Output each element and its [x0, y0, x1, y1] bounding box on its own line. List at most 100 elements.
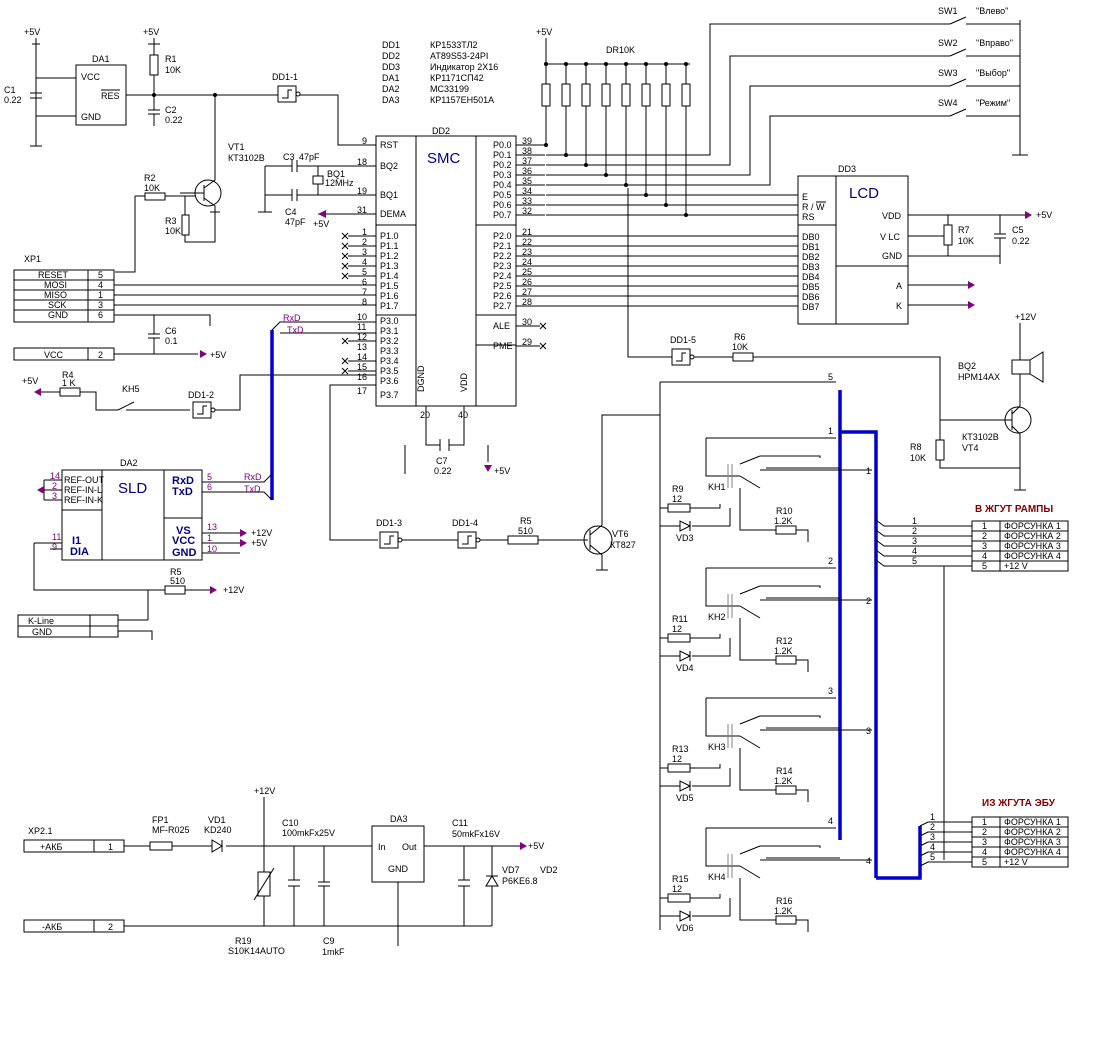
da2-chip: DA2 SLD REF-OUT REF-IN-L REF-IN-K 14 2 3… — [33, 458, 273, 620]
dd3-lcd: DD3 LCD ER / WRSDB0DB1DB2DB3DB4DB5DB6DB7… — [797, 164, 1052, 325]
pullup-resistor — [581, 83, 591, 107]
svg-text:+5V: +5V — [313, 219, 329, 229]
dd2-pin-name: P3.0 — [380, 316, 399, 326]
lcd-pin-label: DB0 — [802, 232, 820, 242]
svg-text:VD7: VD7 — [502, 865, 520, 875]
dd2-pin-name: P0.0 — [493, 140, 512, 150]
lcd-pin-label: DB6 — [802, 292, 820, 302]
connector-pin: 2 — [982, 531, 987, 541]
dd2-pin-num: 9 — [362, 136, 367, 146]
svg-text:+12V: +12V — [223, 585, 244, 595]
svg-text:+5V: +5V — [528, 841, 544, 851]
svg-text:R5: R5 — [520, 516, 532, 526]
connector-pin: 1 — [982, 521, 987, 531]
svg-text:MOSI: MOSI — [44, 280, 67, 290]
dd2-pin-name: ALE — [493, 321, 510, 331]
svg-text:REF-IN-L: REF-IN-L — [64, 485, 102, 495]
svg-text:VT4: VT4 — [962, 443, 979, 453]
svg-text:C9: C9 — [323, 936, 335, 946]
svg-text:+12V: +12V — [251, 528, 272, 538]
dd2-pin-num: 13 — [357, 342, 367, 352]
svg-text:3: 3 — [52, 491, 57, 501]
dd2-pin-num: 35 — [522, 176, 532, 186]
dd2-pin-name: P0.5 — [493, 190, 512, 200]
svg-text:TxD: TxD — [244, 484, 261, 494]
dd2-pin-name: P1.6 — [380, 291, 399, 301]
dd2-pin-num: 28 — [522, 297, 532, 307]
lcd-pin-label: DB4 — [802, 272, 820, 282]
svg-text:1.2K: 1.2K — [774, 776, 793, 786]
svg-text:VCC: VCC — [81, 72, 101, 82]
part-ref: DD3 — [382, 62, 400, 72]
connector-label: ФОРСУНКА 2 — [1004, 827, 1061, 837]
switch-ref: SW1 — [938, 6, 958, 16]
svg-text:2: 2 — [828, 556, 833, 566]
svg-text:2: 2 — [52, 481, 57, 491]
svg-text:10K: 10K — [958, 236, 974, 246]
svg-text:DA2: DA2 — [120, 458, 138, 468]
dd2-ref: DD2 — [432, 126, 450, 136]
connector-pin: 3 — [982, 541, 987, 551]
svg-text:GND: GND — [32, 627, 53, 637]
svg-text:9: 9 — [52, 542, 57, 552]
svg-text:GND: GND — [882, 251, 903, 261]
svg-text:+5V: +5V — [210, 350, 226, 360]
svg-text:47pF: 47pF — [299, 152, 320, 162]
lcd-pin-label: DB7 — [802, 302, 820, 312]
svg-text:КТ3102В: КТ3102В — [228, 153, 265, 163]
svg-text:R6: R6 — [734, 332, 746, 342]
dd2-title: SMC — [427, 150, 461, 167]
connector-pin: 3 — [982, 837, 987, 847]
dd2-pin-name: RST — [380, 140, 399, 150]
svg-text:4: 4 — [930, 842, 935, 852]
svg-text:DGND: DGND — [416, 365, 426, 392]
lcd-pin-label: DB5 — [802, 282, 820, 292]
svg-text:0.22: 0.22 — [434, 466, 452, 476]
svg-text:1.2K: 1.2K — [774, 906, 793, 916]
pullup-resistor — [601, 83, 611, 107]
svg-text:3: 3 — [98, 300, 103, 310]
dd2-pin-name: P1.2 — [380, 251, 399, 261]
svg-text:5: 5 — [207, 472, 212, 482]
svg-text:XP1: XP1 — [24, 254, 41, 264]
svg-text:10K: 10K — [732, 342, 748, 352]
connector-label: ФОРСУНКА 4 — [1004, 551, 1061, 561]
svg-text:C2: C2 — [165, 105, 177, 115]
svg-text:HPM14AX: HPM14AX — [958, 372, 1000, 382]
part-name: AT89S53-24PI — [430, 51, 488, 61]
connector-label: +12 V — [1004, 561, 1028, 571]
relay-channels: 1KH11R912VD3R101.2K2KH22R1112VD4R121.2K3… — [660, 426, 872, 933]
svg-text:-АКБ: -АКБ — [42, 922, 62, 932]
svg-text:MF-R025: MF-R025 — [152, 825, 190, 835]
lcd-pin-label: DB2 — [802, 252, 820, 262]
svg-text:C3: C3 — [283, 152, 295, 162]
svg-text:+5V: +5V — [22, 376, 38, 386]
svg-text:1: 1 — [866, 466, 871, 476]
svg-text:P6KE6.8: P6KE6.8 — [502, 876, 538, 886]
switch-label: "Режим" — [976, 98, 1010, 108]
svg-text:6: 6 — [98, 310, 103, 320]
svg-text:DD1-2: DD1-2 — [188, 390, 214, 400]
svg-text:R9: R9 — [672, 484, 684, 494]
svg-text:VD6: VD6 — [676, 923, 694, 933]
da1-chip — [75, 64, 127, 126]
svg-text:DR10K: DR10K — [606, 45, 635, 55]
dd2-pin-num: 19 — [357, 186, 367, 196]
dd2-pin-name: P3.2 — [380, 336, 399, 346]
dd2-pin-num: 36 — [522, 166, 532, 176]
svg-text:R4: R4 — [62, 370, 74, 380]
switch-ref: SW3 — [938, 68, 958, 78]
part-name: КР1157ЕН501А — [430, 95, 494, 105]
dd2-pin-name: BQ2 — [380, 161, 398, 171]
svg-text:R14: R14 — [776, 766, 793, 776]
svg-text:1: 1 — [207, 533, 212, 543]
svg-text:5: 5 — [912, 556, 917, 566]
svg-text:+12V: +12V — [254, 786, 275, 796]
dd2-pin-num: 14 — [357, 352, 367, 362]
part-name: MC33199 — [430, 84, 469, 94]
svg-text:DD1-4: DD1-4 — [452, 518, 478, 528]
